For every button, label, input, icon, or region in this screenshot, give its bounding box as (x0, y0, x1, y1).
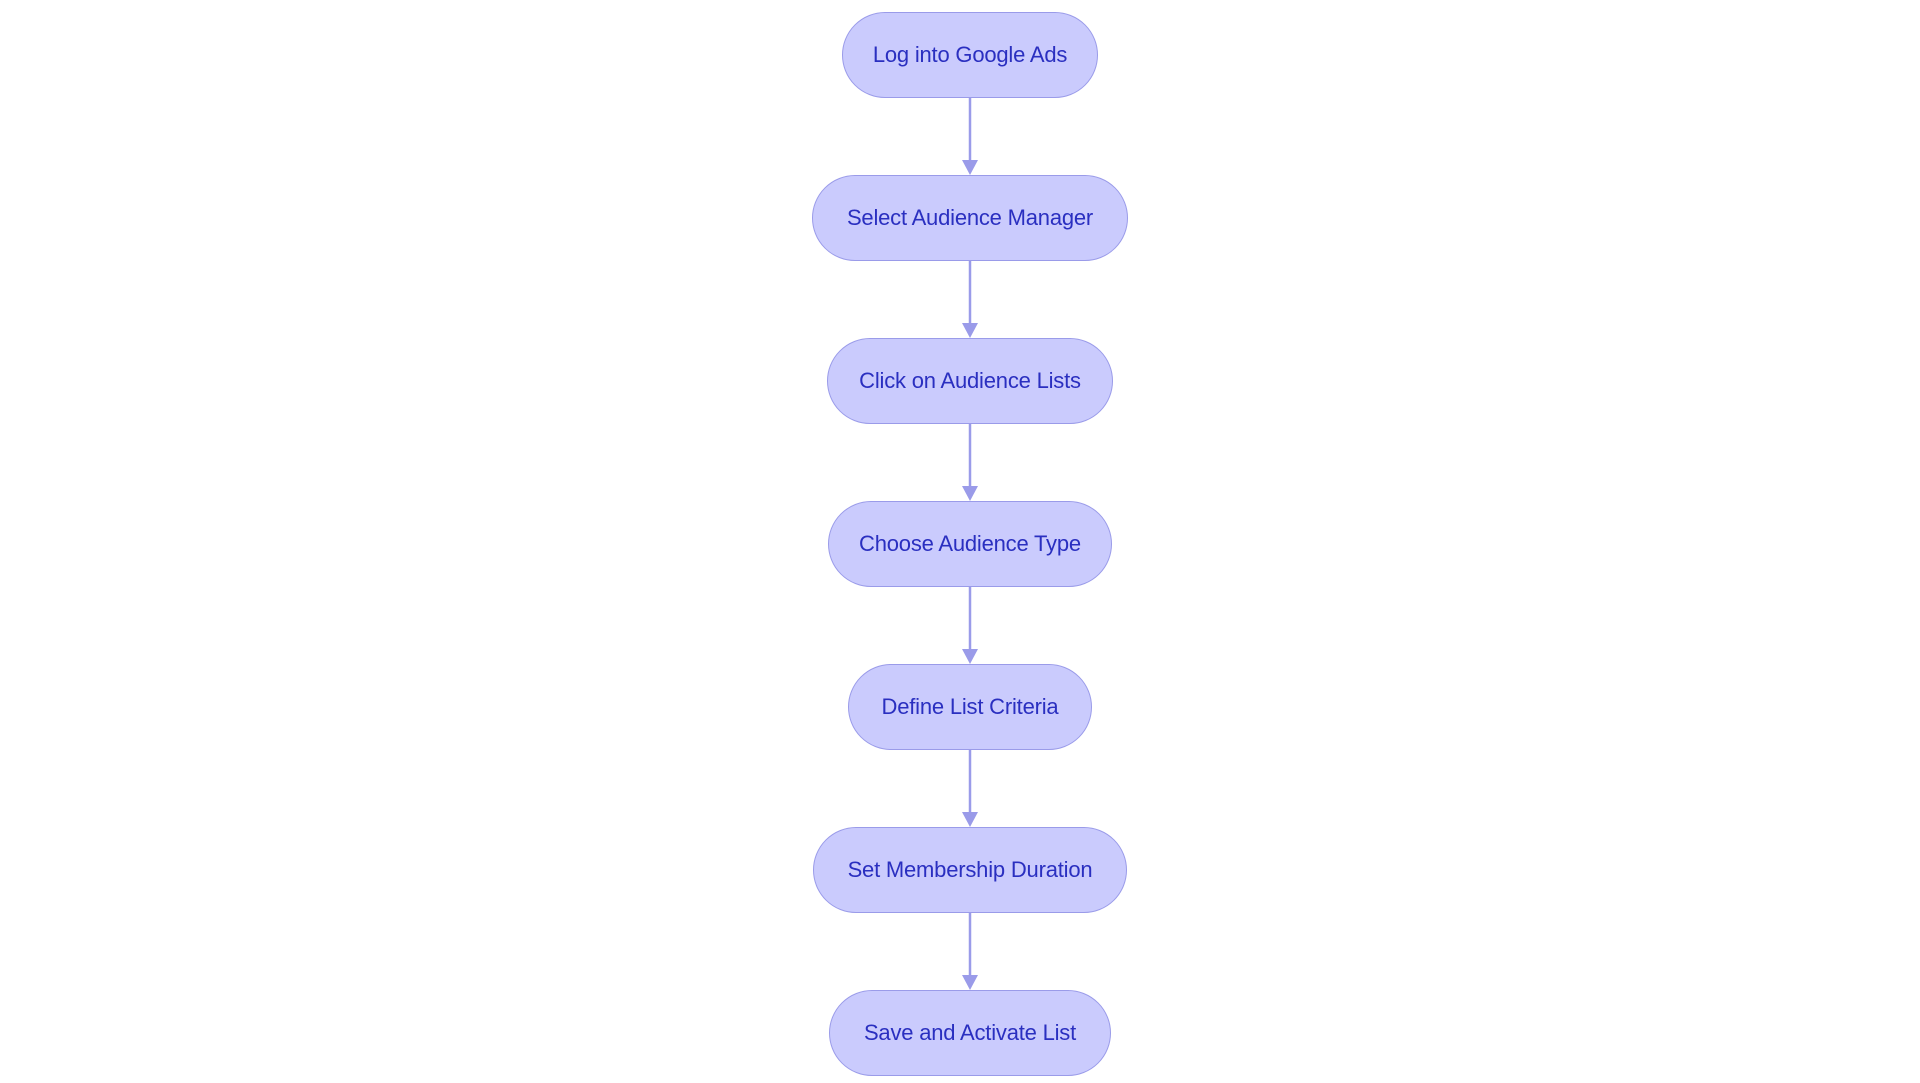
flow-node-label: Set Membership Duration (847, 857, 1093, 882)
arrow-down-icon (962, 812, 978, 827)
flow-node-click-on-audience-lists: Click on Audience Lists (827, 338, 1113, 424)
flow-node-label: Click on Audience Lists (859, 368, 1081, 393)
flow-edge-6 (962, 913, 978, 990)
flow-node-set-membership-duration: Set Membership Duration (813, 827, 1127, 913)
flow-node-label: Log into Google Ads (872, 42, 1068, 67)
arrow-down-icon (962, 486, 978, 501)
flow-node-select-audience-manager: Select Audience Manager (812, 175, 1128, 261)
flow-node-choose-audience-type: Choose Audience Type (828, 501, 1112, 587)
flow-edge-1 (962, 98, 978, 175)
flow-edge-3 (962, 424, 978, 501)
flow-node-label: Choose Audience Type (859, 531, 1081, 556)
flow-edge-4 (962, 587, 978, 664)
flow-edge-5 (962, 750, 978, 827)
flow-edge-2 (962, 261, 978, 338)
flow-node-label: Select Audience Manager (846, 205, 1094, 230)
flow-node-label: Save and Activate List (863, 1020, 1077, 1045)
flow-node-define-list-criteria: Define List Criteria (848, 664, 1092, 750)
flow-node-log-into-google-ads: Log into Google Ads (842, 12, 1098, 98)
arrow-down-icon (962, 975, 978, 990)
flow-node-save-and-activate-list: Save and Activate List (829, 990, 1111, 1076)
arrow-down-icon (962, 649, 978, 664)
arrow-down-icon (962, 323, 978, 338)
flow-node-label: Define List Criteria (881, 694, 1059, 719)
arrow-down-icon (962, 160, 978, 175)
